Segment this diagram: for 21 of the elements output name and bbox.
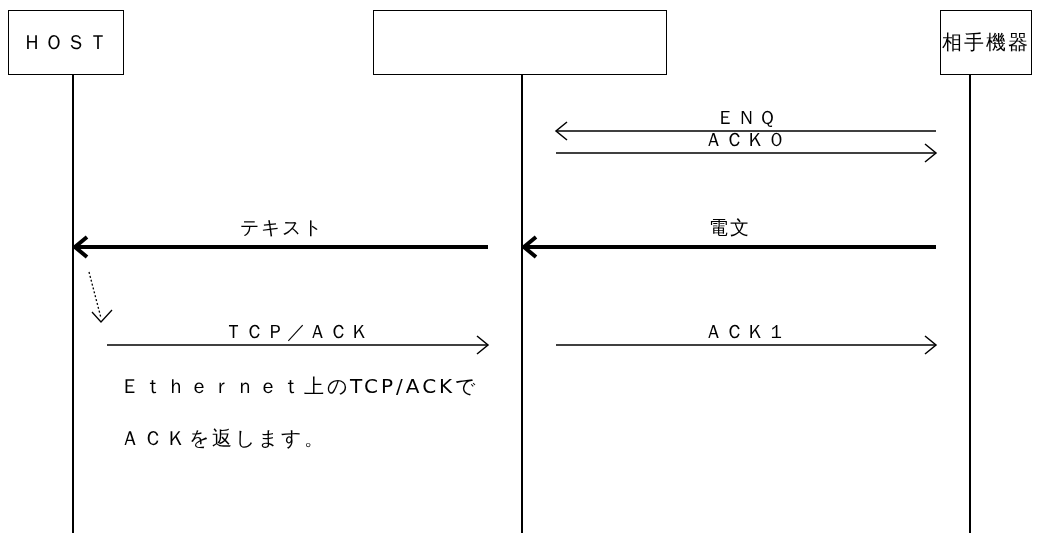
lifeline xyxy=(969,75,971,533)
message-label: ＡＣＫ１ xyxy=(704,319,788,344)
participant-name: ＨＯＳＴ xyxy=(22,29,110,56)
participant-box xyxy=(8,10,124,75)
participant-box xyxy=(373,10,667,75)
lifeline xyxy=(521,75,523,533)
note-text: Ｅｔｈｅｒｎｅｔ上のTCP/ACKでＡＣＫを返します。 xyxy=(120,373,480,452)
message-label: ＥＮＱ xyxy=(715,105,777,130)
participant-name: 相手機器 xyxy=(942,29,1030,56)
message-label: 電文 xyxy=(709,215,751,240)
message-arrow xyxy=(106,335,489,355)
lifeline xyxy=(72,75,74,533)
message-label: テキスト xyxy=(239,215,324,240)
message-arrow xyxy=(522,235,936,259)
message-label: ＴＣＰ／ＡＣＫ xyxy=(224,319,371,344)
message-label: ＡＣＫ０ xyxy=(704,127,788,152)
message-arrow xyxy=(555,121,937,141)
participant-box xyxy=(940,10,1032,75)
message-arrow xyxy=(555,143,937,163)
message-arrow xyxy=(73,235,488,259)
message-arrow xyxy=(555,335,937,355)
